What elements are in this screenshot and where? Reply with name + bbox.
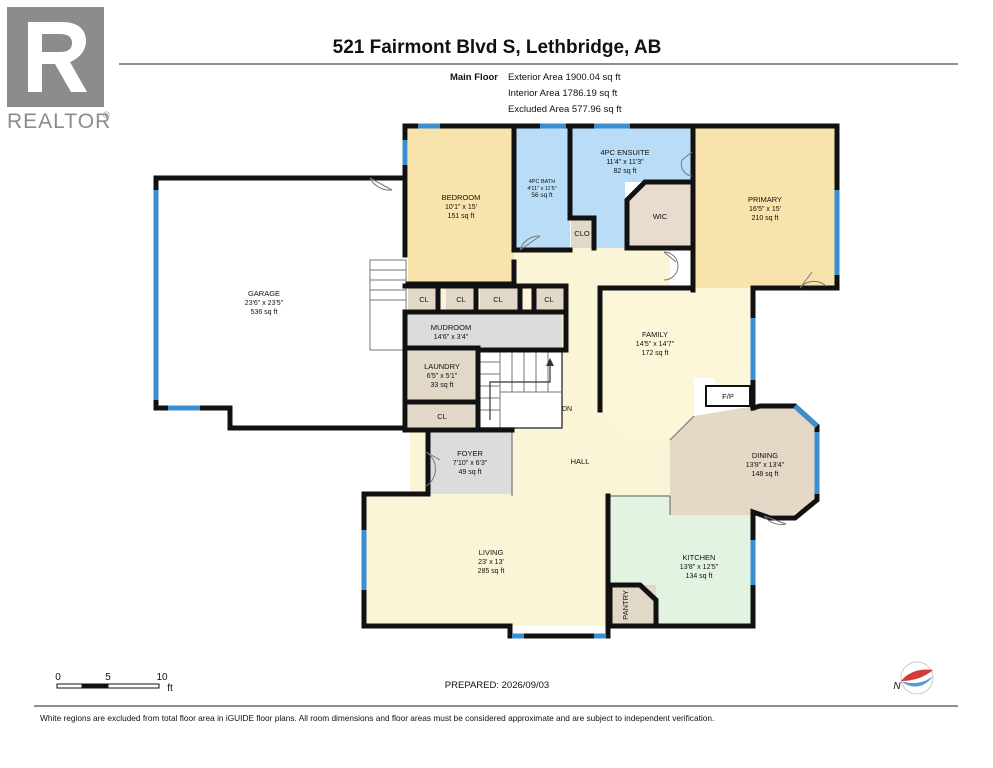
footer-disclaimer: White regions are excluded from total fl… <box>40 713 714 723</box>
realtor-logo: REALTOR ® <box>7 7 111 133</box>
closet-1-label: CL <box>419 295 429 304</box>
bath-name: 4PC BATH <box>529 179 556 185</box>
dining-fill <box>670 405 815 515</box>
dining-dims: 13'8" x 13'4" <box>746 462 785 469</box>
exterior-area: Exterior Area 1900.04 sq ft <box>508 72 621 83</box>
mudroom-dims: 14'6" x 3'4" <box>434 334 469 341</box>
stairs: DN <box>477 349 572 429</box>
bath-fill <box>514 128 570 248</box>
scale-tick-10: 10 <box>156 672 168 683</box>
door-swings <box>369 151 827 525</box>
clo-name: CLO <box>574 229 590 238</box>
wic-name: WIC <box>653 212 668 221</box>
living-name: LIVING <box>479 548 504 557</box>
closet-5-label: CL <box>437 412 447 421</box>
kitchen-name: KITCHEN <box>683 553 716 562</box>
ensuite-fill <box>570 128 693 248</box>
primary-dims: 16'5" x 15' <box>749 206 781 213</box>
laundry-fill <box>408 348 476 402</box>
closet-4-fill <box>536 286 564 312</box>
foyer-dims: 7'10" x 6'3" <box>453 460 488 467</box>
bedroom-dims: 10'1" x 15' <box>445 204 477 211</box>
family-area: 172 sq ft <box>642 350 669 357</box>
closet-2-label: CL <box>456 295 466 304</box>
stair-dn-label: DN <box>562 406 572 413</box>
foyer-name: FOYER <box>457 449 483 458</box>
family-fill <box>600 288 753 440</box>
interior-area: Interior Area 1786.19 sq ft <box>508 88 618 99</box>
family-name: FAMILY <box>642 330 668 339</box>
foyer-fill <box>428 428 512 494</box>
fireplace-label: F/P <box>722 392 734 401</box>
dining-name: DINING <box>752 451 778 460</box>
room-fills <box>364 126 837 626</box>
realtor-registered-mark: ® <box>103 110 110 120</box>
interior-partitions <box>511 385 751 515</box>
prepared-date: PREPARED: 2026/09/03 <box>445 680 549 691</box>
excluded-area: Excluded Area 577.96 sq ft <box>508 104 622 115</box>
ensuite-dims: 11'4" x 11'3" <box>606 159 644 166</box>
ensuite-name: 4PC ENSUITE <box>600 148 649 157</box>
bedroom-name: BEDROOM <box>442 193 481 202</box>
foyer-area: 49 sq ft <box>459 469 482 476</box>
primary-fill <box>693 126 837 288</box>
laundry-name: LAUNDRY <box>424 362 460 371</box>
wic-fill <box>627 183 693 248</box>
dining-area: 148 sq ft <box>752 471 779 478</box>
room-labels: GARAGE 23'6" x 23'5" 536 sq ft BEDROOM 1… <box>245 148 785 620</box>
mudroom-fill <box>406 312 562 348</box>
family-dims: 14'5" x 14'7" <box>636 341 675 348</box>
pantry-name: PANTRY <box>621 590 630 620</box>
garage-name: GARAGE <box>248 289 280 298</box>
floor-label: Main Floor <box>450 72 498 83</box>
kitchen-dims: 13'8" x 12'5" <box>680 564 719 571</box>
compass-icon: N <box>893 661 934 695</box>
bath-area: 56 sq ft <box>531 192 553 199</box>
compass-north-label: N <box>893 681 901 692</box>
ensuite-area: 82 sq ft <box>614 168 637 175</box>
walls <box>153 123 840 639</box>
bedroom-fill <box>408 128 514 284</box>
laundry-dims: 6'5" x 5'1" <box>427 373 458 380</box>
scale-tick-0: 0 <box>55 672 61 683</box>
primary-name: PRIMARY <box>748 195 782 204</box>
garage-steps <box>369 259 407 351</box>
living-fill <box>364 496 608 626</box>
laundry-area: 33 sq ft <box>431 382 454 389</box>
windows <box>153 123 840 639</box>
closet-3-fill <box>480 286 520 312</box>
kitchen-area: 134 sq ft <box>686 573 713 580</box>
realtor-logo-text: REALTOR <box>7 110 111 133</box>
closet-1-fill <box>408 286 436 312</box>
realtor-r-icon <box>28 22 87 92</box>
garage-area: 536 sq ft <box>251 309 278 316</box>
stair-direction-arrow <box>489 362 551 420</box>
garage-dims: 23'6" x 23'5" <box>245 300 284 307</box>
page-title: 521 Fairmont Blvd S, Lethbridge, AB <box>333 37 662 58</box>
closet-3-label: CL <box>493 295 503 304</box>
scale-tick-5: 5 <box>105 672 111 683</box>
living-area: 285 sq ft <box>478 568 505 575</box>
primary-area: 210 sq ft <box>752 215 779 222</box>
closet-5-fill <box>408 404 476 428</box>
scale-bar: 0 5 10 ft <box>55 672 173 694</box>
closet-4-label: CL <box>544 295 554 304</box>
mudroom-name: MUDROOM <box>431 323 471 332</box>
clo-fill <box>571 218 593 248</box>
scale-unit: ft <box>167 683 173 694</box>
bedroom-area: 151 sq ft <box>448 213 475 220</box>
bath-dims: 4'11" x 11'5" <box>527 186 556 192</box>
living-dims: 23' x 13' <box>478 559 504 566</box>
closet-2-fill <box>446 286 476 312</box>
hall-name: HALL <box>571 457 590 466</box>
